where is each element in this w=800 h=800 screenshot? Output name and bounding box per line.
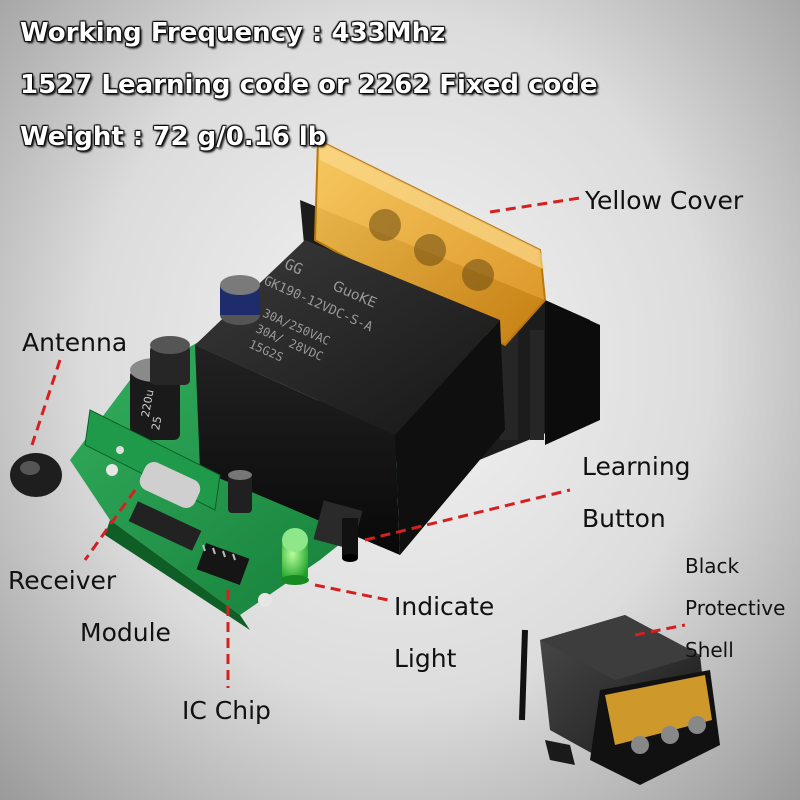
relay-brand-mark: GG [282, 255, 306, 279]
spec-frequency: Working Frequency : 433Mhz [20, 18, 446, 48]
indicator-led [281, 528, 309, 585]
label-indicate-line1: Indicate [394, 592, 495, 621]
label-yellow-cover: Yellow Cover [585, 186, 744, 215]
label-shell-line1: Black [685, 554, 740, 578]
black-shell-product [519, 615, 720, 785]
label-antenna: Antenna [22, 328, 128, 357]
capacitor-text-1: 220u [139, 388, 157, 418]
spec-code-type: 1527 Learning code or 2262 Fixed code [20, 70, 598, 100]
pin-header [128, 501, 202, 551]
yellow-cover [313, 138, 547, 347]
antenna-cap [10, 453, 62, 497]
spec-weight: Weight : 72 g/0.16 lb [20, 122, 327, 152]
label-learning-line1: Learning [582, 452, 691, 481]
label-ic-chip: IC Chip [182, 696, 271, 725]
label-learning-line2: Button [582, 504, 666, 533]
label-receiver-line2: Module [80, 618, 171, 647]
label-shell-line2: Protective [685, 596, 786, 620]
learning-button-part [313, 500, 363, 562]
label-indicate-line2: Light [394, 644, 457, 673]
label-receiver-line1: Receiver [8, 566, 117, 595]
relay: GG GuoKE GK190-12VDC-S-A 30A/250VAC 30A/… [195, 240, 505, 555]
capacitors: 220u 25 [130, 275, 260, 513]
capacitor-text-2: 25 [149, 415, 164, 431]
receiver-module [84, 409, 221, 511]
callout-lines [30, 196, 686, 688]
ic-chip [196, 542, 250, 586]
label-shell-line3: Shell [685, 638, 734, 662]
